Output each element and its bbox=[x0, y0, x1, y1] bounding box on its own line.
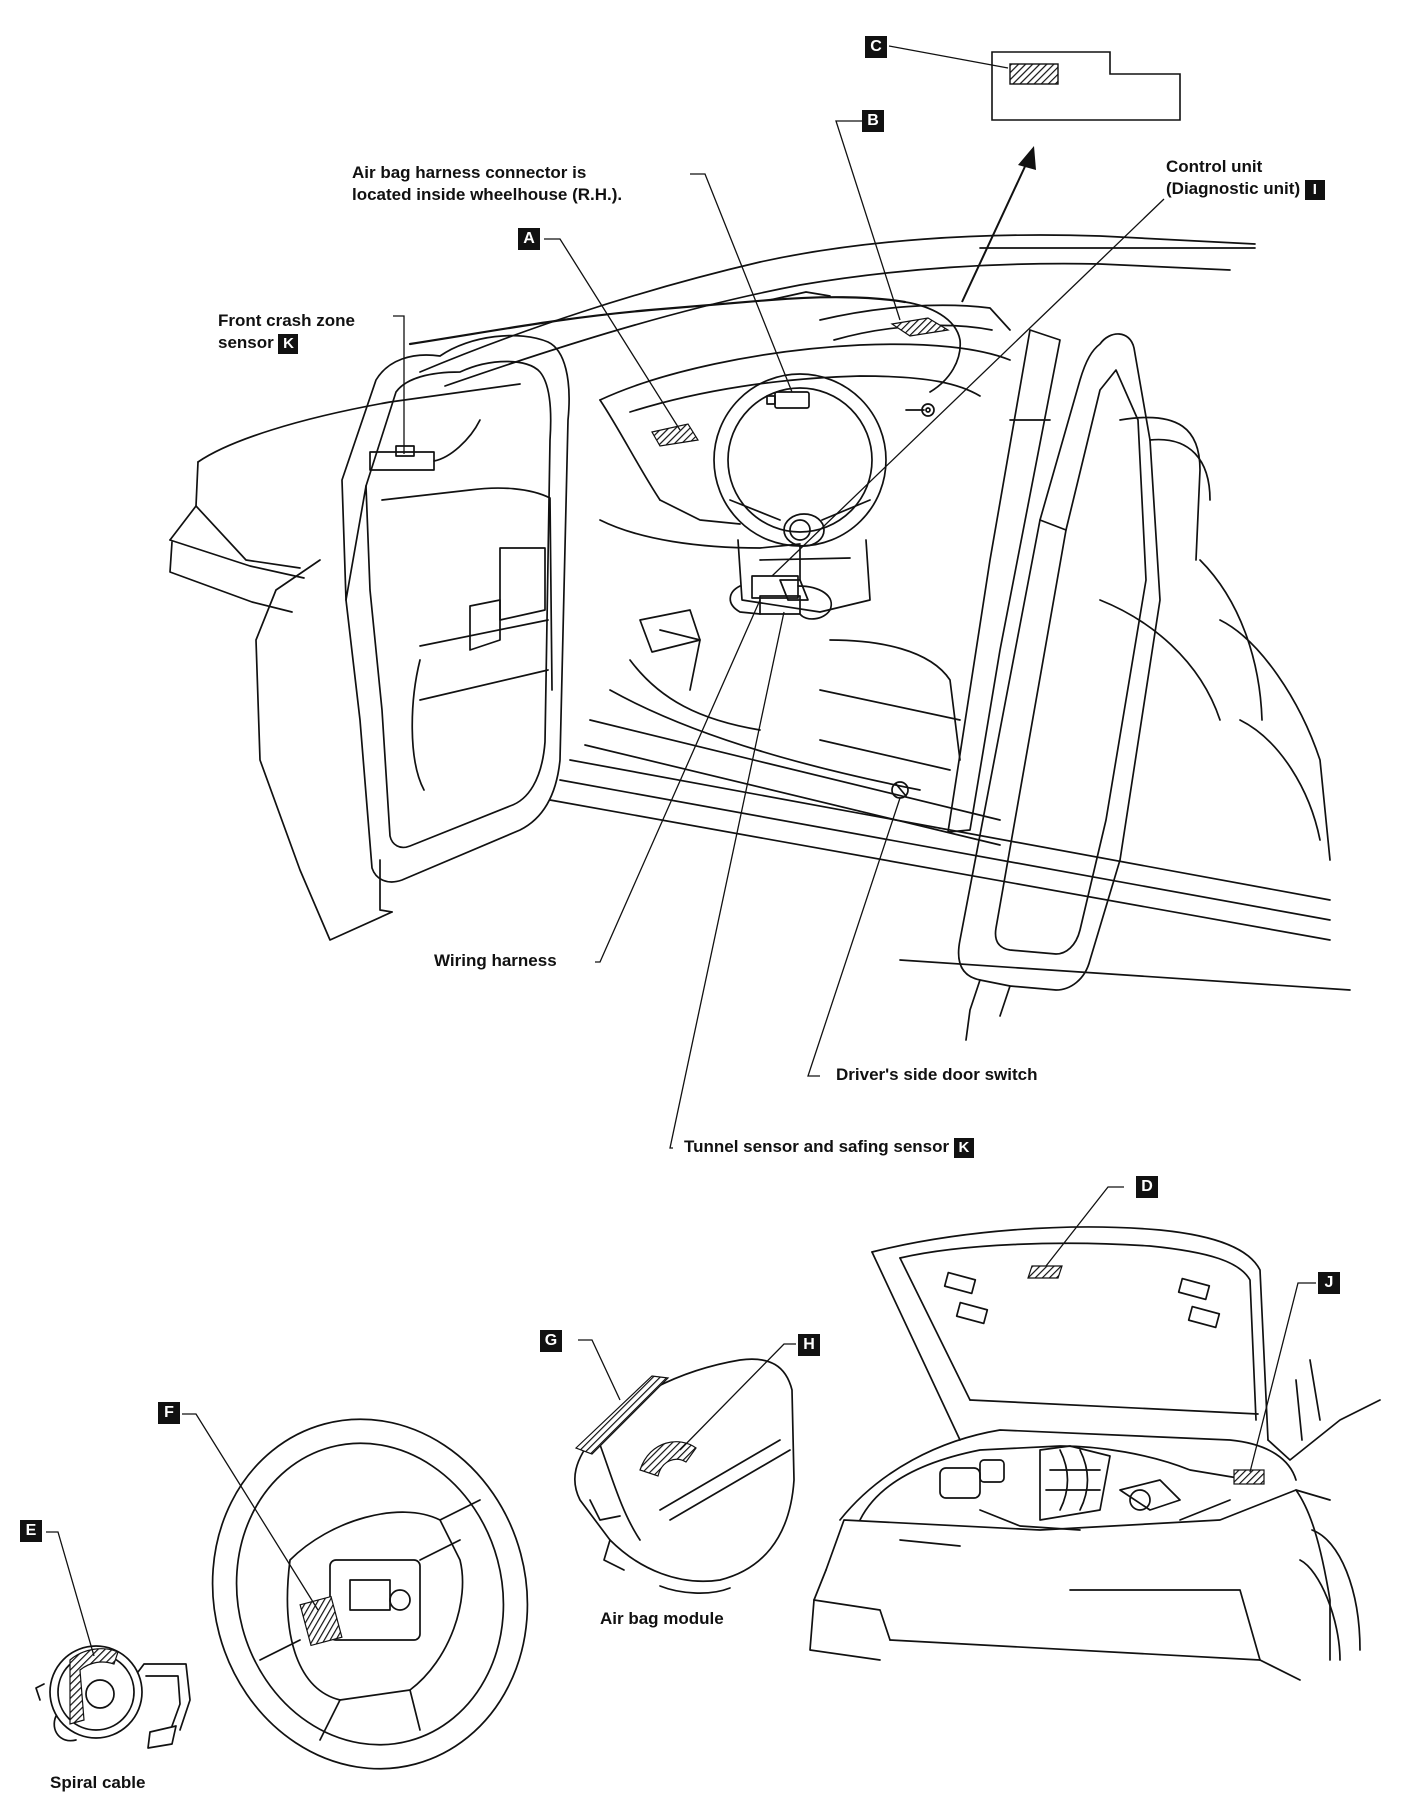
control-unit-label: Control unit (Diagnostic unit) I bbox=[1166, 156, 1325, 200]
label-box-f: F bbox=[158, 1402, 180, 1424]
wiring-harness-label: Wiring harness bbox=[434, 951, 557, 970]
label-j-hatch bbox=[1233, 1469, 1265, 1485]
label-box-h: H bbox=[798, 1334, 820, 1356]
spiral-cable-label: Spiral cable bbox=[50, 1773, 146, 1792]
label-box-a: A bbox=[518, 228, 540, 250]
control-unit-line2: (Diagnostic unit) I bbox=[1166, 178, 1325, 200]
door-switch-label: Driver's side door switch bbox=[836, 1065, 1038, 1084]
front-crash-line1: Front crash zone bbox=[218, 311, 355, 330]
label-box-d: D bbox=[1136, 1176, 1158, 1198]
label-e-hatch bbox=[69, 1648, 119, 1725]
label-a-hatch bbox=[651, 423, 699, 447]
front-crash-sensor-label: Front crash zone sensor K bbox=[218, 310, 355, 354]
spiral-cable-drawing bbox=[35, 1645, 191, 1749]
air-bag-module-drawing bbox=[573, 1358, 795, 1594]
label-b-hatch bbox=[890, 317, 950, 337]
label-box-e: E bbox=[20, 1520, 42, 1542]
harness-connector-line1: Air bag harness connector is bbox=[352, 163, 587, 182]
label-f-hatch bbox=[299, 1595, 343, 1647]
harness-wire bbox=[408, 296, 907, 346]
label-g-hatch bbox=[574, 1375, 670, 1455]
arrow-head bbox=[1018, 146, 1036, 170]
front-crash-line2-text: sensor bbox=[218, 333, 274, 352]
label-h-hatch bbox=[639, 1441, 697, 1477]
label-box-b: B bbox=[862, 110, 884, 132]
label-d-hatch bbox=[1027, 1265, 1063, 1279]
control-unit-line2-text: (Diagnostic unit) bbox=[1166, 179, 1301, 198]
tunnel-sensor-label: Tunnel sensor and safing sensor K bbox=[684, 1136, 974, 1158]
label-box-k-front: K bbox=[278, 333, 299, 354]
label-box-g: G bbox=[540, 1330, 562, 1352]
steering-wheel-rear-drawing bbox=[211, 1418, 529, 1770]
engine-bay-drawing bbox=[809, 1226, 1381, 1681]
label-box-c: C bbox=[865, 36, 887, 58]
front-crash-line2: sensor K bbox=[218, 332, 355, 354]
car-interior-drawing bbox=[169, 234, 1351, 1041]
harness-connector-line2: located inside wheelhouse (R.H.). bbox=[352, 185, 623, 204]
label-box-i: I bbox=[1304, 179, 1325, 200]
label-box-k-tunnel: K bbox=[953, 1137, 974, 1158]
label-c-panel bbox=[991, 51, 1181, 121]
control-unit-line1: Control unit bbox=[1166, 157, 1263, 176]
label-box-j: J bbox=[1318, 1272, 1340, 1294]
label-c-hatch bbox=[1009, 63, 1059, 85]
air-bag-module-label: Air bag module bbox=[600, 1609, 724, 1628]
tunnel-sensor-text: Tunnel sensor and safing sensor bbox=[684, 1137, 950, 1156]
harness-connector-label: Air bag harness connector is located ins… bbox=[352, 162, 622, 206]
